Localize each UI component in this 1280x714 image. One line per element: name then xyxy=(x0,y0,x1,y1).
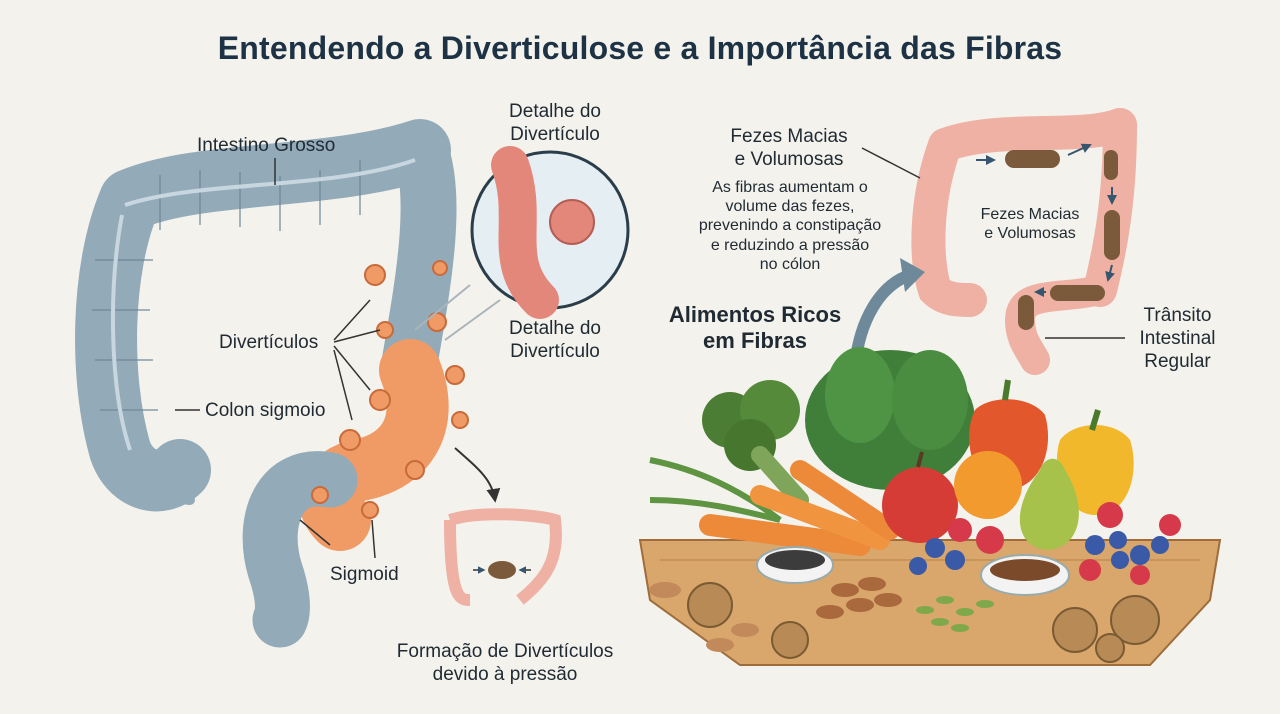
label-line: Detalhe do xyxy=(509,318,601,339)
label-formacao-diverticulos: Formação de Divertículos devido à pressã… xyxy=(380,641,630,687)
label-fezes-macias-2: Fezes Macias e Volumosas xyxy=(965,205,1095,243)
label-intestino-grosso: Intestino Grosso xyxy=(197,135,336,156)
label-transito-intestinal: Trânsito Intestinal Regular xyxy=(1120,305,1235,373)
label-diverticulos: Divertículos xyxy=(219,332,319,353)
label-line: Regular xyxy=(1144,350,1211,372)
label-line: e Volumosas xyxy=(734,148,844,170)
label-line: Intestinal xyxy=(1139,327,1216,349)
text-line: no cólon xyxy=(759,255,821,273)
fibras-explanation-text: As fibras aumentam o volume das fezes, p… xyxy=(680,178,900,274)
label-line: Fezes Macias xyxy=(730,126,848,147)
page-title: Entendendo a Diverticulose e a Importânc… xyxy=(217,30,1063,66)
label-alimentos-ricos: Alimentos Ricos em Fibras xyxy=(655,302,855,355)
label-fezes-macias-1: Fezes Macias e Volumosas xyxy=(714,126,864,172)
healthy-colon-illustration xyxy=(849,108,1137,375)
label-line: Alimentos Ricos xyxy=(668,302,842,327)
label-line: Divertículo xyxy=(510,340,600,362)
text-line: prevenindo a constipação xyxy=(698,217,882,235)
large-intestine-illustration xyxy=(75,119,630,648)
label-sigmoid: Sigmoid xyxy=(330,564,399,585)
text-line: As fibras aumentam o xyxy=(712,179,868,196)
label-line: devido à pressão xyxy=(432,663,578,685)
fiber-foods-illustration xyxy=(638,347,1222,666)
label-line: em Fibras xyxy=(703,328,807,354)
label-line: Fezes Macias xyxy=(980,206,1080,223)
right-leader-lines xyxy=(861,147,1125,339)
label-detalhe-diverticulo-top: Detalhe do Divertículo xyxy=(490,101,620,147)
label-line: e Volumosas xyxy=(984,225,1076,243)
text-line: e reduzindo a pressão xyxy=(710,236,870,254)
text-line: volume das fezes, xyxy=(725,198,855,216)
label-detalhe-diverticulo-mid: Detalhe do Divertículo xyxy=(490,318,620,364)
label-line: Detalhe do xyxy=(509,101,601,122)
label-colon-sigmoio: Colon sigmoio xyxy=(205,400,326,421)
label-line: Divertículo xyxy=(510,123,600,145)
label-line: Formação de Divertículos xyxy=(396,641,614,662)
left-leader-lines xyxy=(175,158,381,559)
label-line: Trânsito xyxy=(1143,305,1212,326)
